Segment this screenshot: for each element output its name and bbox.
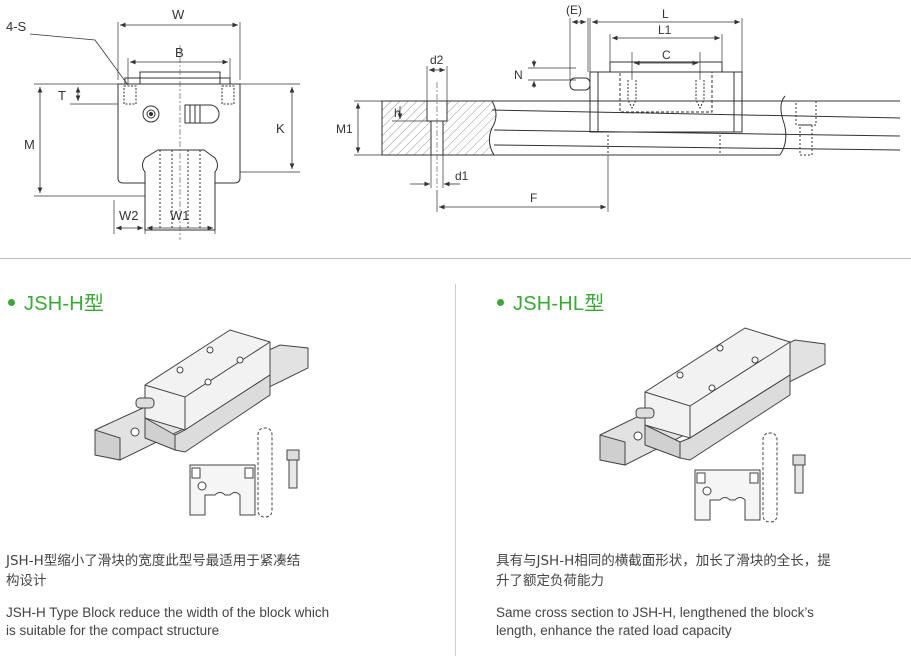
section-divider: [0, 258, 911, 259]
label-d2: d2: [430, 53, 444, 67]
left-desc-en: JSH-H Type Block reduce the width of the…: [6, 604, 446, 640]
label-e: (E): [566, 3, 582, 17]
label-l1: L1: [658, 23, 672, 37]
label-w1: W1: [170, 208, 190, 223]
left-desc-en-line2: is suitable for the compact structure: [6, 623, 220, 638]
label-t: T: [58, 88, 66, 103]
label-l: L: [662, 7, 669, 21]
left-title-text: JSH-H型: [24, 293, 105, 315]
right-product-illustration: [599, 327, 826, 523]
side-view-labels: (E) L L1 C N d2 h M1 d1 F: [336, 3, 672, 205]
left-desc-cn-line1: JSH-H型缩小了滑块的宽度此型号最适用于紧凑结: [6, 553, 301, 569]
label-4s: 4-S: [6, 19, 27, 34]
end-view-labels: 4-S W B T M K W2 W1: [6, 7, 285, 223]
label-k: K: [276, 121, 285, 136]
label-w2: W2: [119, 208, 139, 223]
label-m1: M1: [336, 122, 353, 136]
right-title-text: JSH-HL型: [513, 293, 605, 315]
left-product-title: JSH-H型: [8, 287, 104, 316]
label-m: M: [24, 137, 35, 152]
left-product-illustration: [94, 329, 309, 518]
bullet-dot: [497, 299, 504, 307]
label-d1: d1: [455, 169, 469, 183]
right-desc-en: Same cross section to JSH-H, lengthened …: [496, 604, 906, 640]
label-h: h: [394, 106, 401, 120]
label-c: C: [662, 48, 671, 62]
label-n: N: [514, 68, 523, 82]
left-desc-cn-line2: 构设计: [6, 573, 47, 589]
side-view: [354, 18, 901, 212]
end-view: [29, 22, 300, 240]
label-f: F: [530, 191, 537, 205]
left-desc-en-line1: JSH-H Type Block reduce the width of the…: [6, 605, 330, 620]
right-desc-cn-line1: 具有与JSH-H相同的横截面形状，加长了滑块的全长，提: [496, 553, 831, 569]
right-product-title: JSH-HL型: [497, 287, 604, 316]
right-desc-cn-line2: 升了额定负荷能力: [496, 573, 604, 589]
right-desc-en-line1: Same cross section to JSH-H, lengthened …: [496, 605, 814, 620]
left-desc-cn: JSH-H型缩小了滑块的宽度此型号最适用于紧凑结 构设计: [6, 551, 446, 591]
right-desc-cn: 具有与JSH-H相同的横截面形状，加长了滑块的全长，提 升了额定负荷能力: [496, 551, 906, 591]
bullet-dot: [8, 299, 15, 307]
column-divider: [455, 284, 456, 656]
label-w: W: [172, 7, 185, 22]
label-b: B: [175, 45, 184, 60]
technical-drawing: 4-S W B T M K W2 W1: [6, 3, 901, 240]
right-desc-en-line2: length, enhance the rated load capacity: [496, 623, 732, 638]
